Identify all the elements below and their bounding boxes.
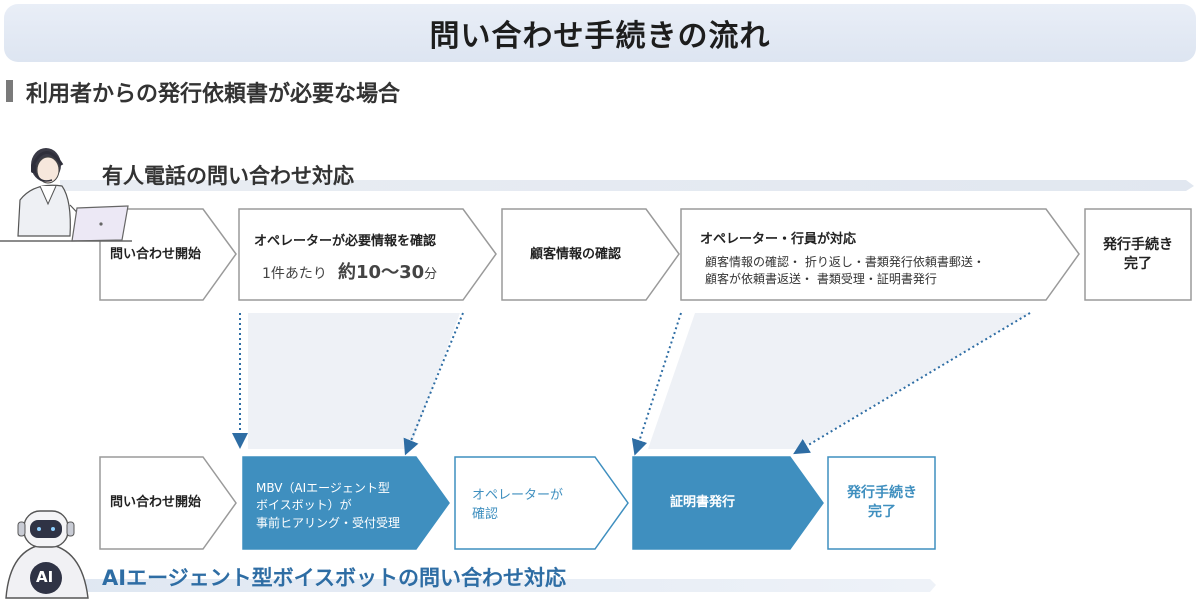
section-heading: 利用者からの発行依頼書が必要な場合 — [26, 82, 401, 107]
lane2-step5-line2: 完了 — [868, 503, 896, 520]
lane2-step2-line1: MBV（AIエージェント型 — [256, 481, 390, 495]
lane1-step3-label: 顧客情報の確認 — [530, 247, 622, 263]
page-title: 問い合わせ手続きの流れ — [4, 4, 1196, 62]
dotted-arrow-3 — [631, 312, 682, 456]
lane2-step1-label: 問い合わせ開始 — [110, 495, 202, 511]
lane2-step5-shape — [827, 456, 936, 550]
section-marker — [6, 80, 13, 102]
lane1-step2-time: 1件あたり 約10〜30分 — [262, 258, 437, 284]
lane2-step2-line2: ボイスボット）が — [256, 498, 352, 513]
lane2-step4-shape — [632, 456, 824, 550]
lane2-step2-label: MBV（AIエージェント型 ボイスボット）が 事前ヒアリング・受付受理 — [256, 480, 400, 532]
lane1-step2-label: オペレーターが必要情報を確認 — [254, 234, 437, 249]
lane1-step2-time-prefix: 1件あたり — [262, 266, 327, 282]
lane2-title: AIエージェント型ボイスボットの問い合わせ対応 — [102, 566, 567, 590]
lane2-step3-shape — [454, 456, 629, 550]
lane1-step2-time-unit: 分 — [424, 267, 438, 282]
lane1-title-band — [60, 180, 1194, 191]
lane2-step5-line1: 発行手続き — [847, 485, 917, 501]
lane1-step5-line1: 発行手続き — [1103, 237, 1173, 253]
lane2-step4-label: 証明書発行 — [670, 495, 736, 511]
lane2-step3-label: オペレーターが 確認 — [472, 487, 563, 525]
lane1-step5-shape — [1084, 208, 1192, 301]
lane2-step3-line2: 確認 — [472, 506, 499, 522]
connector-band-1 — [248, 313, 460, 449]
lane2-step1-shape — [99, 456, 237, 550]
lane2-step2-shape — [242, 456, 450, 550]
lane1-step4-shape — [680, 208, 1080, 301]
robot-icon — [5, 510, 89, 599]
lane1-step3-shape — [501, 208, 680, 301]
robot-ai-badge: AI — [36, 568, 54, 586]
lane2-step5-label: 発行手続き 完了 — [829, 484, 935, 522]
lane1-step4-detail-2: 顧客が依頼書返送・ 書類受理・証明書発行 — [705, 272, 937, 286]
lane1-step4-heading: オペレーター・行員が対応 — [700, 232, 857, 247]
lane1-step5-line2: 完了 — [1124, 255, 1152, 272]
lane1-step2-shape — [238, 208, 497, 301]
operator-icon — [0, 148, 132, 242]
lane2-step2-line3: 事前ヒアリング・受付受理 — [256, 515, 401, 530]
lane2-step3-line1: オペレーターが — [472, 488, 564, 503]
lane1-step5-label: 発行手続き 完了 — [1086, 236, 1190, 274]
lane1-step4-detail-1: 顧客情報の確認・ 折り返し・書類発行依頼書郵送・ — [705, 255, 985, 269]
lane1-step2-time-value: 約10〜30 — [338, 262, 425, 283]
lane1-title: 有人電話の問い合わせ対応 — [102, 164, 354, 188]
lane1-step1-label: 問い合わせ開始 — [110, 247, 202, 263]
dotted-arrow-2 — [403, 312, 464, 456]
lane1-step1-shape — [99, 208, 237, 301]
lane2-title-band — [60, 579, 936, 592]
connector-band-2 — [648, 313, 1030, 449]
